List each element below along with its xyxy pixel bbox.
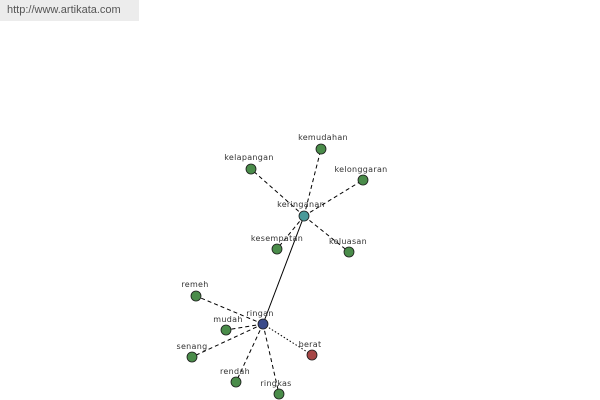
edge-keringanan-keluasan (303, 215, 350, 253)
node-label-kelapangan[interactable]: kelapangan (224, 153, 274, 162)
node-label-senang[interactable]: senang (176, 342, 207, 351)
node-label-keringanan[interactable]: keringanan (277, 200, 325, 209)
edge-keringanan-kelapangan (250, 168, 305, 217)
node-label-rendah[interactable]: rendah (220, 367, 250, 376)
node-rendah[interactable] (230, 376, 242, 388)
node-ringan[interactable] (257, 318, 269, 330)
source-url-watermark: http://www.artikata.com (0, 0, 139, 21)
node-kelapangan[interactable] (245, 163, 257, 175)
node-berat[interactable] (306, 349, 318, 361)
node-label-ringkas[interactable]: ringkas (260, 379, 291, 388)
node-keluasan[interactable] (343, 246, 355, 258)
nodes-layer (186, 143, 369, 400)
node-keringanan[interactable] (298, 210, 310, 222)
node-label-kelonggaran[interactable]: kelonggaran (334, 165, 387, 174)
node-senang[interactable] (186, 351, 198, 363)
node-ringkas[interactable] (273, 388, 285, 400)
edge-ringan-mudah (225, 323, 264, 331)
node-kemudahan[interactable] (315, 143, 327, 155)
node-label-kesempatan[interactable]: kesempatan (251, 234, 303, 243)
edge-keringanan-kelonggaran (303, 179, 364, 217)
node-label-mudah[interactable]: mudah (213, 315, 242, 324)
node-label-kemudahan[interactable]: kemudahan (298, 133, 348, 142)
edge-ringan-berat (262, 323, 313, 356)
edge-ringan-senang (191, 323, 264, 358)
labels-layer: ringan keringanan kemudahan kelapangan kelon… (176, 133, 387, 388)
node-label-remeh[interactable]: remeh (181, 280, 208, 289)
node-mudah[interactable] (220, 324, 232, 336)
edge-keringanan-kesempatan (276, 215, 305, 250)
edge-ringan-rendah (235, 323, 264, 383)
edges-layer (191, 148, 364, 395)
node-kesempatan[interactable] (271, 243, 283, 255)
node-kelonggaran[interactable] (357, 174, 369, 186)
node-label-ringan[interactable]: ringan (246, 309, 273, 318)
node-remeh[interactable] (190, 290, 202, 302)
node-label-keluasan[interactable]: keluasan (329, 237, 367, 246)
edge-ringan-ringkas (262, 323, 280, 395)
edge-ringan-keringanan (262, 215, 305, 325)
edge-ringan-remeh (195, 295, 264, 325)
edge-keringanan-kemudahan (303, 148, 322, 217)
node-label-berat[interactable]: berat (299, 340, 322, 349)
